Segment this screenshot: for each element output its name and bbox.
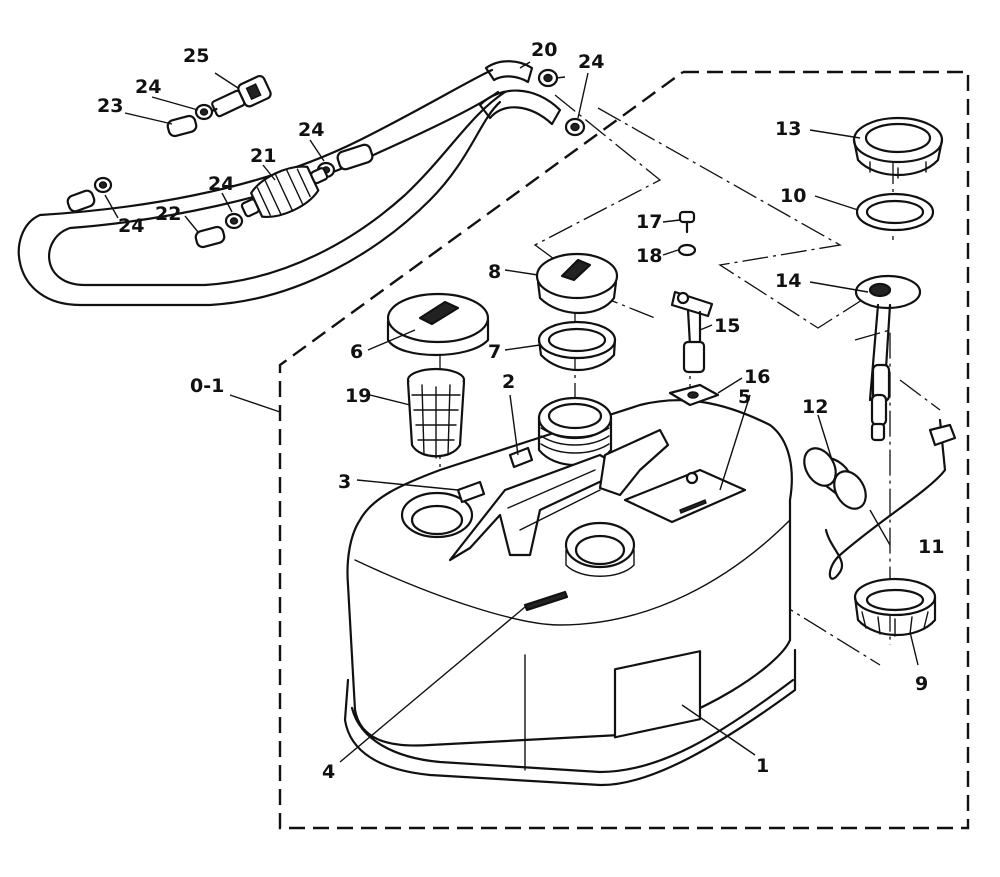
clamp-24-b	[564, 117, 586, 137]
label-part-19: 19	[345, 385, 371, 407]
tank-opening-left	[400, 491, 474, 539]
label-part-2: 2	[502, 371, 515, 393]
pickup-15	[670, 290, 714, 374]
label-part-3: 3	[338, 471, 351, 493]
label-part-13: 13	[775, 118, 801, 140]
label-part-24-c: 24	[118, 215, 144, 237]
gasket-16	[668, 383, 720, 407]
clamp-24-c	[194, 103, 214, 121]
label-part-14: 14	[775, 270, 801, 292]
fuel-gauge-14	[854, 274, 922, 442]
hose-segment-upper	[478, 89, 562, 126]
tank-opening-center	[564, 521, 636, 577]
label-part-11: 11	[918, 536, 944, 558]
connector-25	[211, 74, 272, 118]
hose-segment-20	[484, 60, 534, 84]
filter-19	[406, 367, 466, 459]
label-part-24-b: 24	[578, 51, 604, 73]
primer-bulb-21	[240, 165, 329, 218]
ring-9	[853, 577, 937, 637]
sleeve-23	[166, 114, 198, 138]
tank-label-plate	[613, 650, 702, 739]
label-3	[456, 480, 486, 504]
fuel-tank-1	[343, 396, 797, 787]
label-part-20: 20	[531, 39, 557, 61]
label-part-6: 6	[350, 341, 363, 363]
sleeve-near-24d	[66, 189, 96, 213]
label-part-24-e: 24	[208, 173, 234, 195]
clamp-24-d	[93, 176, 113, 194]
label-part-4: 4	[322, 761, 335, 783]
label-part-23: 23	[97, 95, 123, 117]
plate-5	[623, 468, 747, 524]
label-part-25: 25	[183, 45, 209, 67]
filter-weight-12	[803, 447, 867, 510]
hose-inner-line	[48, 90, 507, 287]
part-labels: 1 2 3 4 5 6 7 8 9 10 11 12 13 14 15 16 1…	[97, 39, 944, 783]
leader-lines	[104, 61, 919, 763]
ring-13	[852, 116, 944, 179]
ring-7	[537, 320, 617, 372]
gasket-10	[855, 192, 935, 232]
label-part-8: 8	[488, 261, 501, 283]
bolt-17	[678, 210, 696, 234]
label-part-24-a: 24	[135, 76, 161, 98]
fuel-hose-assembly	[17, 60, 586, 307]
tank-base-lower	[343, 648, 797, 787]
washer-18	[677, 243, 697, 257]
label-part-1: 1	[756, 755, 769, 777]
label-part-22: 22	[155, 203, 181, 225]
label-part-0-1: 0-1	[190, 375, 224, 397]
clamp-24-a	[537, 68, 559, 88]
tank-opening-top	[537, 396, 613, 467]
label-4	[523, 590, 569, 612]
tank-vent	[685, 471, 699, 485]
label-part-17: 17	[636, 211, 662, 233]
clamp-24-f	[224, 212, 244, 230]
label-part-18: 18	[636, 245, 662, 267]
hose-outer-line	[17, 68, 502, 307]
cap-8	[535, 252, 619, 315]
label-part-24-d: 24	[298, 119, 324, 141]
label-2	[508, 446, 534, 469]
label-part-10: 10	[780, 185, 806, 207]
label-part-7: 7	[488, 341, 501, 363]
tank-rim	[354, 519, 791, 626]
label-part-5: 5	[738, 386, 751, 408]
sleeve-near-24e	[336, 143, 374, 171]
label-part-15: 15	[714, 315, 740, 337]
label-part-12: 12	[802, 396, 828, 418]
pickup-wire-11	[824, 418, 957, 580]
tank-base-edge	[350, 678, 795, 774]
label-part-9: 9	[915, 673, 928, 695]
label-part-16: 16	[744, 366, 770, 388]
cap-6	[386, 292, 490, 356]
label-part-21: 21	[250, 145, 276, 167]
sleeve-22	[194, 225, 226, 249]
tank-handle	[448, 453, 627, 562]
